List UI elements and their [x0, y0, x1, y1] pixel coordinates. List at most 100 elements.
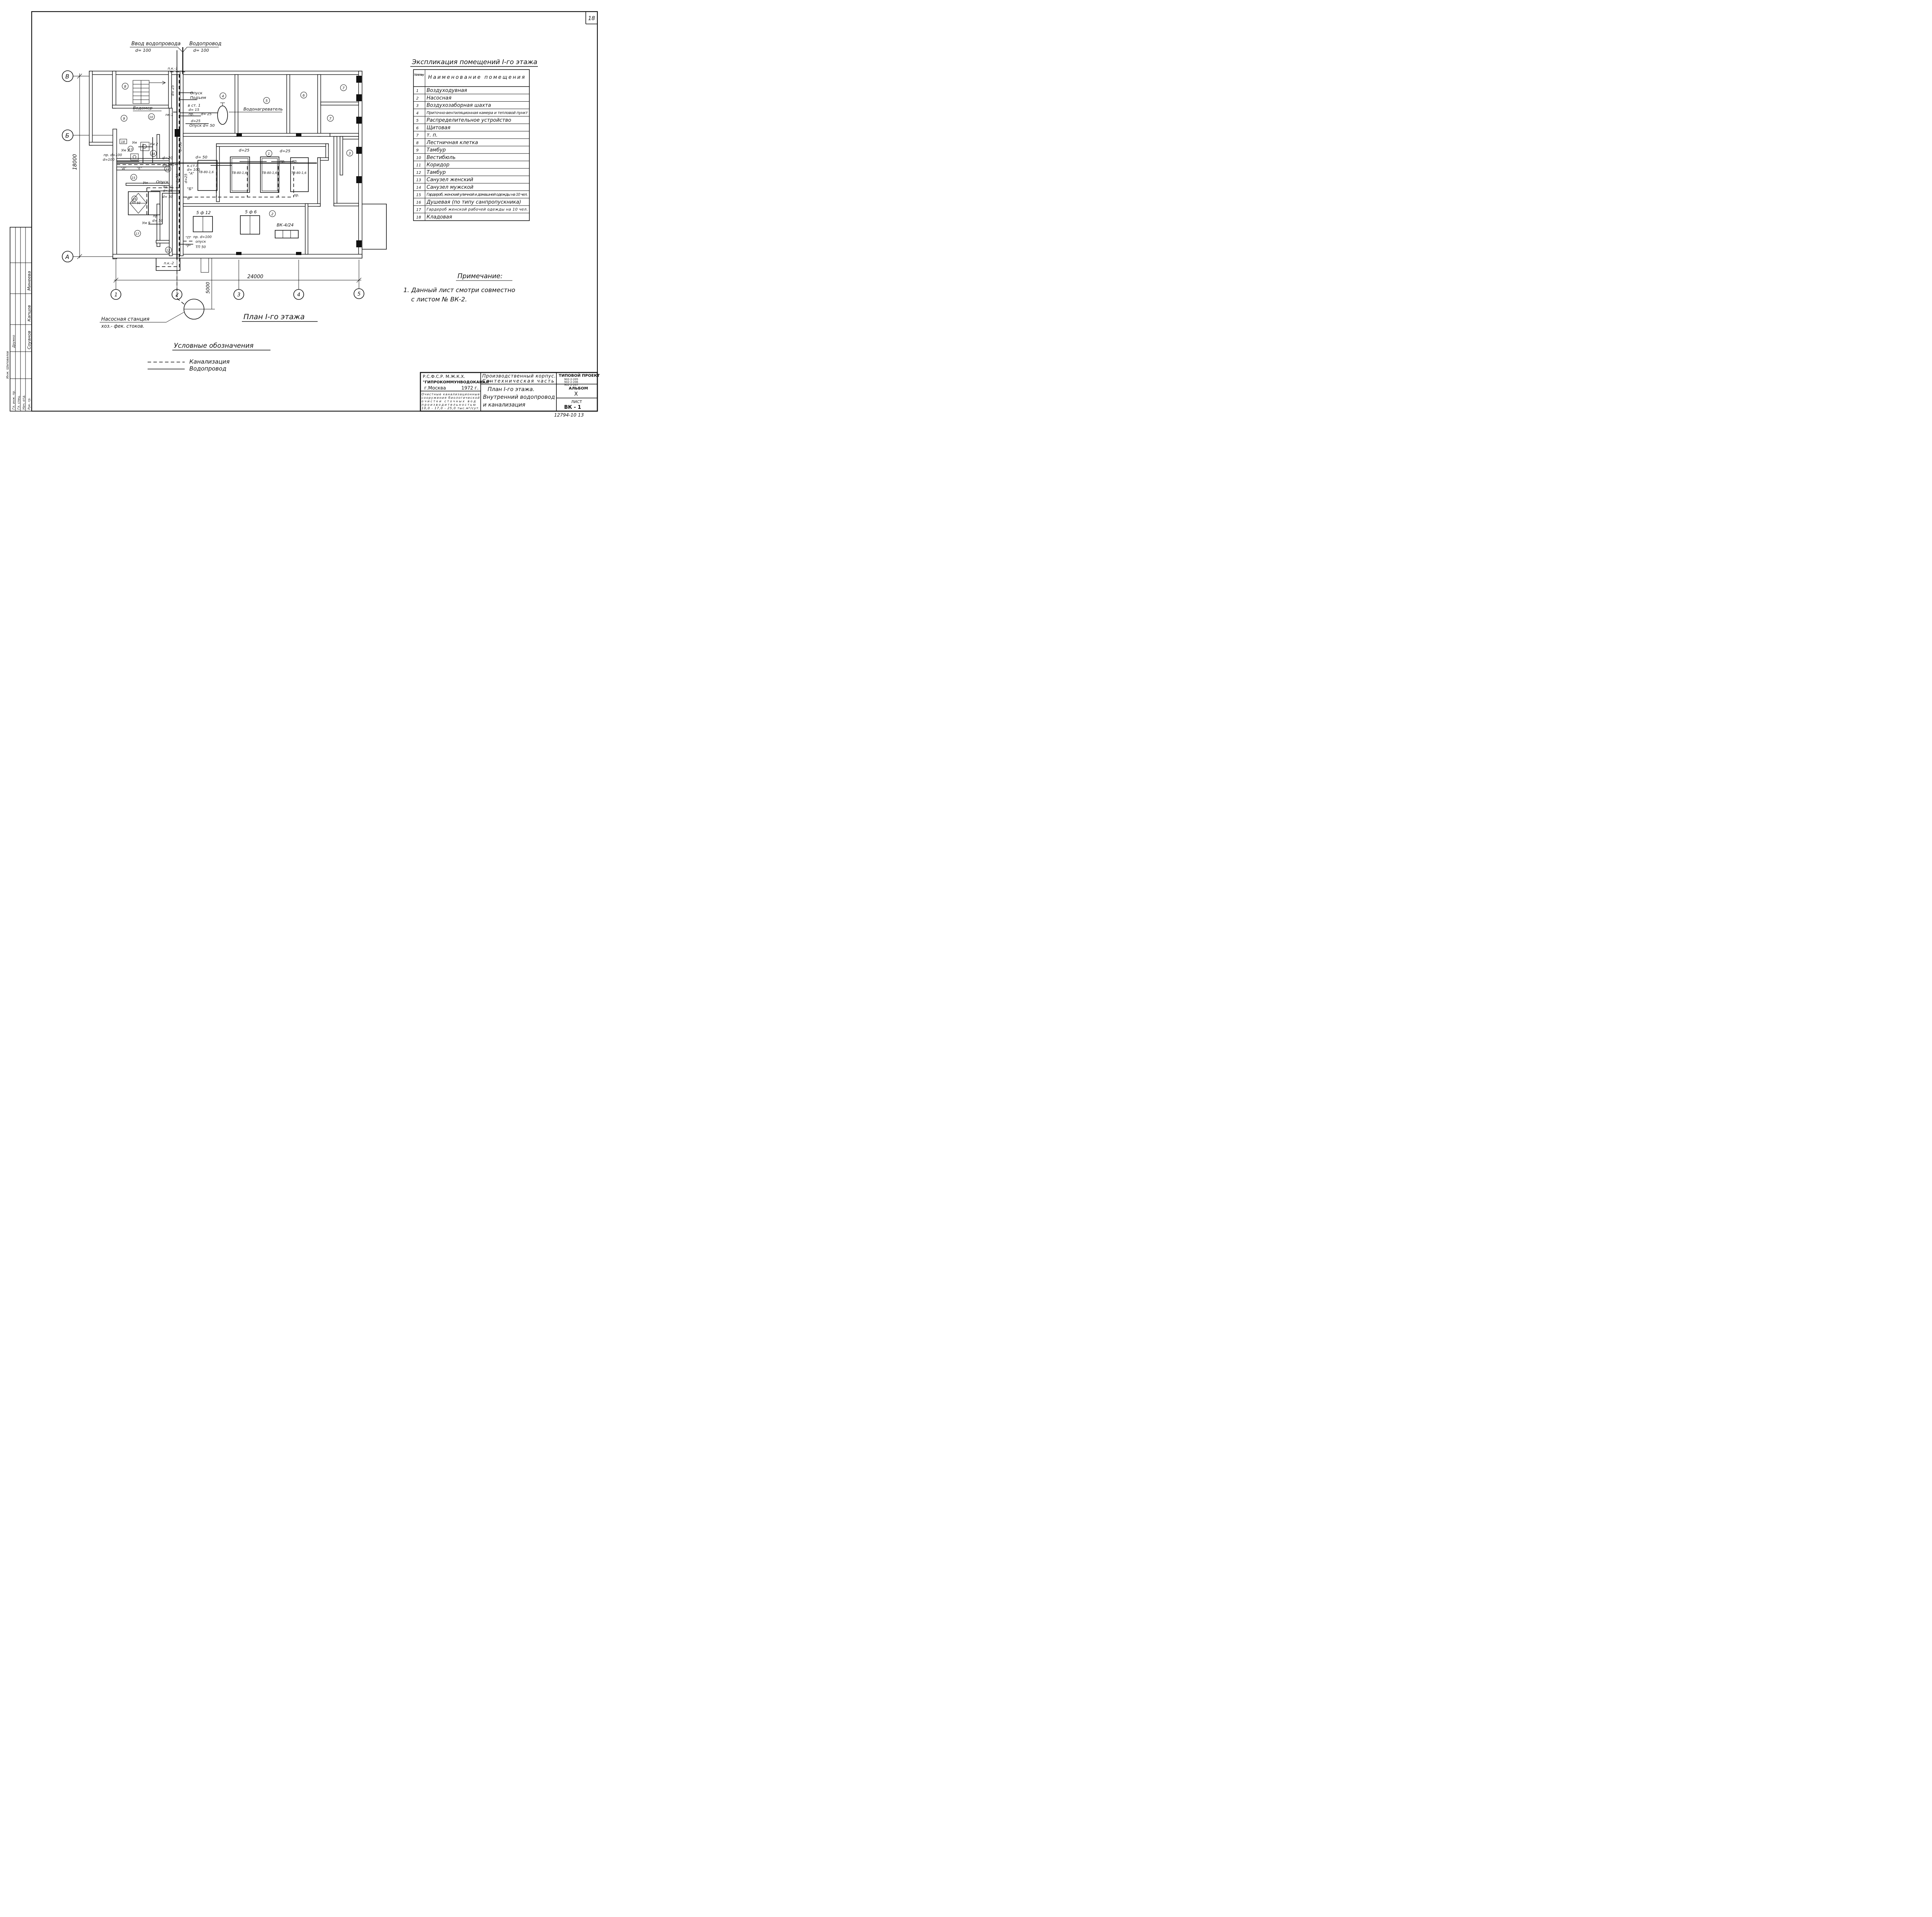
explication-header-name: Наименование помещения	[428, 75, 525, 80]
label-vodonagrevatel: Водонагреватель	[243, 107, 283, 112]
label-v-st1: в ст. 1	[188, 104, 201, 108]
tv-2: ТВ-80-1,6	[232, 171, 247, 175]
stamp-name-1: Минеева	[27, 271, 32, 291]
explication-row-name: Распределительное устройство	[427, 117, 511, 123]
explication-row-number: 8	[416, 141, 418, 145]
stamp-name-2: Капцов	[27, 305, 32, 321]
blower-4	[290, 157, 309, 192]
side-stamp: Минеева Капцов Соуанов Гл. инж. пр. Гл. …	[6, 227, 32, 412]
input-labels: Ввод водопровода d= 100 Водопровод d= 10…	[130, 41, 221, 53]
room-13: 13	[129, 148, 133, 151]
tb-album: X	[574, 391, 578, 397]
dim-width: 24000	[247, 274, 263, 280]
explication-row-name: Щитовая	[427, 125, 451, 131]
label-pr-d100-left: пр. d=100	[104, 153, 122, 157]
explication-row-number: 13	[416, 178, 421, 182]
label-fan1: 5 ф 12	[196, 210, 211, 215]
explication-row-name: Гардероб женской рабочей одежды на 10 че…	[427, 207, 528, 212]
label-v-mark: "В"	[185, 196, 192, 201]
explication-row-name: т. п.	[427, 133, 437, 138]
tb-proj2: Сантехническая часть	[482, 378, 554, 384]
room-7a: 7	[342, 87, 345, 90]
explication-row-name: Кладовая	[427, 214, 452, 220]
label-opusk: Опуск	[190, 91, 202, 95]
label-pk1: пк-1	[165, 113, 173, 117]
room-2: 2	[271, 213, 274, 216]
explication-title: Экспликация помещений I-го этажа	[412, 58, 537, 66]
room-15: 15	[131, 176, 135, 180]
explication-row-number: 9	[416, 148, 418, 153]
room-11: 11	[166, 168, 170, 171]
label-d50c: d= 50	[152, 219, 163, 223]
tb-list-label: ЛИСТ	[571, 400, 582, 404]
axis-col-1: 1	[114, 292, 117, 298]
note: Примечание: 1. Данный лист смотри совмес…	[403, 272, 515, 303]
explication-row-name: Воздуходувная	[427, 88, 467, 94]
explication-table: Экспликация помещений I-го этажа № по пл…	[410, 58, 538, 221]
equipment	[128, 102, 309, 320]
water-heater	[217, 105, 228, 125]
room-10: 10	[149, 116, 153, 119]
tb-desc4: производительностью	[422, 403, 476, 407]
tv-4: ТВ-80-1,6	[291, 171, 306, 175]
tb-typ-num-2: 902-2-206	[564, 381, 578, 384]
input-label-2-d: d= 100	[193, 48, 209, 53]
explication-row-number: 4	[416, 111, 418, 116]
tb-sheet1: План I-го этажа.	[488, 386, 534, 393]
tb-city: г.Москва	[424, 385, 446, 391]
explication-row-number: 11	[416, 163, 421, 168]
tb-year: 1972 г.	[461, 385, 478, 391]
explication-row-number: 17	[416, 208, 421, 212]
label-opusk2: Опуск	[156, 180, 168, 184]
dim-height: 18000	[72, 154, 78, 170]
explication-row-name: Санузел женский	[427, 177, 473, 183]
tb-typ-num-3: 902-2-207	[564, 383, 578, 386]
label-kst1-a: "А"	[189, 172, 194, 176]
staircase	[133, 80, 166, 104]
label-e-mark: "Е"	[137, 167, 142, 170]
label-tp50: ТП 50	[196, 245, 206, 249]
label-um-b: Ум	[143, 181, 148, 185]
label-d100: d=100	[162, 163, 174, 167]
title-block: Р.С.Ф.С.Р. М.Ж.К.Х. "ГИПРОКОММУНВОДОКАНА…	[420, 372, 600, 418]
label-d50-left: d=50	[176, 173, 180, 183]
plan-annotations: п.к.-1 пк-1 п.к.-2 Опуск Подъем в ст. 1 …	[100, 67, 318, 329]
label-d50a: d= 50	[163, 185, 173, 189]
label-podjem: Подъем	[190, 96, 206, 100]
label-d50-main: d= 50	[196, 155, 207, 160]
note-line-2: с листом № ВК-2.	[411, 296, 467, 303]
input-label-1: Ввод водопровода	[131, 41, 181, 47]
legend-title: Условные обозначения	[174, 342, 253, 350]
label-opusk-d50: Опуск d= 50	[189, 124, 215, 128]
room-4: 4	[222, 95, 224, 99]
label-d25-top1: d=25	[239, 148, 249, 153]
explication-row-number: 12	[416, 171, 421, 175]
tb-typ-num-1: 902-2-205	[564, 378, 578, 381]
label-pr-d100: пр. d=100	[193, 235, 212, 239]
explication-row-number: 2	[416, 96, 418, 100]
label-opusk-small: опуск	[196, 240, 206, 244]
stamp-name-3: Соуанов	[27, 331, 32, 349]
label-d25-left: d=25	[184, 173, 188, 183]
pump-vk	[275, 230, 299, 238]
legend-item-water: Водопровод	[189, 365, 226, 372]
water-supply-lines	[117, 47, 317, 260]
explication-row-number: 10	[416, 156, 421, 160]
explication-row-name: Коридор	[427, 162, 449, 168]
room-numbers: 1 2 3 4 5 6 7 7 8 9 10 11 12 13 14 15 16…	[119, 83, 353, 253]
label-um: Ум	[132, 141, 137, 145]
label-r-mark: "Р"	[185, 245, 191, 248]
axis-col-3: 3	[237, 292, 240, 298]
tb-org1: Р.С.Ф.С.Р. М.Ж.К.Х.	[423, 374, 465, 379]
input-label-1-d: d= 100	[135, 48, 151, 53]
room-1: 1	[268, 152, 270, 156]
label-tp50b: ТП 50	[131, 201, 141, 205]
room-16: 16	[133, 197, 136, 201]
axis-row-a: А	[65, 253, 69, 260]
label-d25-top2: d=25	[280, 149, 290, 153]
label-d-mark: "Д"	[121, 167, 126, 170]
room-14: 14	[151, 152, 155, 156]
tb-album-label: АЛЬБОМ	[569, 386, 588, 391]
tb-list: ВК - 1	[564, 405, 581, 410]
label-vodomer: Водомер	[133, 105, 153, 111]
